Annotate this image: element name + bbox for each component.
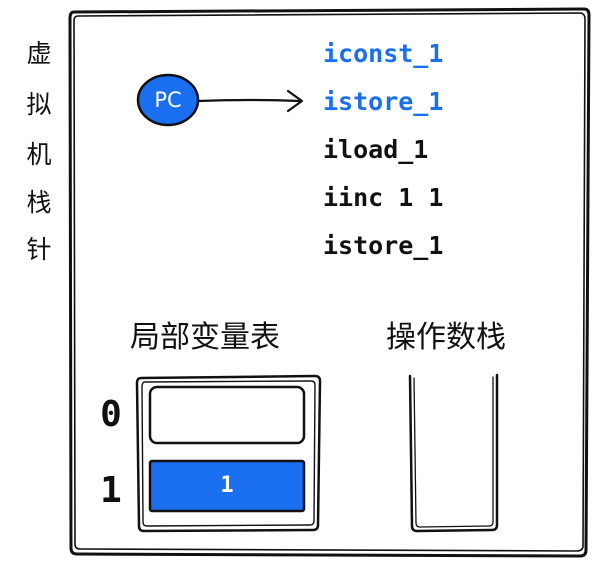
pc-arrow-head	[286, 89, 304, 113]
slot-1-value: 1	[220, 473, 234, 498]
outer-frame	[68, 7, 591, 558]
side-label-char-4: 栈	[26, 188, 52, 217]
operand-stack-box-sketch	[413, 376, 494, 528]
instruction-4: iinc 1 1	[323, 183, 444, 212]
operand-stack-title: 操作数栈	[386, 320, 506, 355]
pc-label: PC	[154, 88, 182, 112]
instruction-2: istore_1	[323, 87, 444, 116]
slot-index-0: 0	[100, 394, 122, 435]
operand-stack-box	[408, 373, 499, 533]
side-label-char-5: 针	[26, 235, 52, 264]
instruction-5: istore_1	[323, 231, 444, 260]
local-vars-title: 局部变量表	[130, 320, 280, 355]
local-var-slot-1	[148, 459, 306, 513]
instruction-1: iconst_1	[323, 39, 444, 68]
pc-circle	[136, 73, 200, 127]
local-vars-box-sketch	[141, 380, 316, 527]
side-label-char-3: 机	[26, 140, 52, 169]
instruction-3: iload_1	[323, 135, 429, 164]
pc-arrow-line	[197, 98, 301, 103]
local-var-slot-0	[148, 385, 306, 445]
local-vars-box	[135, 374, 322, 533]
slot-index-1: 1	[100, 470, 122, 511]
side-label-char-1: 虚	[26, 39, 52, 68]
outer-frame-sketch	[73, 12, 586, 552]
side-label-char-2: 拟	[26, 90, 52, 119]
